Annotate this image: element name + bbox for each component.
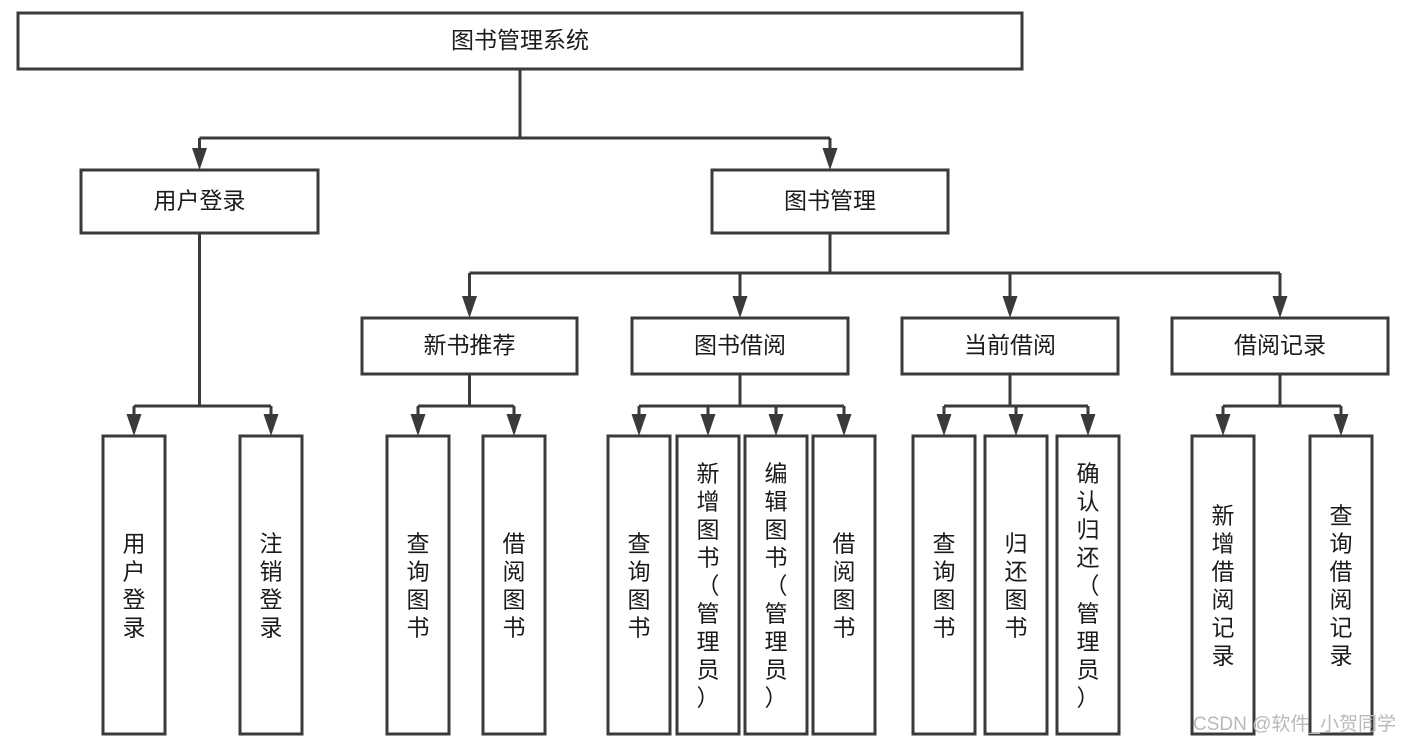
node-leaf-borrow-book-recommend[interactable]: 借阅图书: [481, 434, 547, 736]
node-box[interactable]: [983, 434, 1049, 736]
node-leaf-return-book[interactable]: 归还图书: [983, 434, 1049, 736]
node-box[interactable]: [1308, 434, 1374, 736]
node-box[interactable]: [911, 434, 977, 736]
node-root[interactable]: 图书管理系统: [16, 11, 1024, 71]
node-box[interactable]: [606, 434, 672, 736]
node-box[interactable]: [385, 434, 451, 736]
connector-arrow: [1008, 414, 1024, 436]
node-box[interactable]: [16, 11, 1024, 71]
node-box[interactable]: [101, 434, 167, 736]
node-label: 查询图书: [407, 530, 430, 640]
node-label: 归还图书: [1005, 530, 1028, 640]
node-label: 用户登录: [123, 530, 146, 640]
node-leaf-borrow-book[interactable]: 借阅图书: [811, 434, 877, 736]
connector-arrow: [768, 414, 784, 436]
connector-arrow: [732, 296, 748, 318]
node-leaf-query-borrow-record[interactable]: 查询借阅记录: [1308, 434, 1374, 736]
connector-arrow: [1002, 296, 1018, 318]
connector-arrow: [1333, 414, 1349, 436]
node-user-login[interactable]: 用户登录: [79, 168, 320, 235]
node-leaf-confirm-return-admin[interactable]: 确认归还（管理员）: [1055, 434, 1121, 736]
node-label: 确认归还（管理员）: [1077, 460, 1100, 710]
node-box[interactable]: [811, 434, 877, 736]
connector-layer: [126, 69, 1349, 436]
connector-arrow: [631, 414, 647, 436]
node-label: 借阅记录: [1234, 332, 1326, 358]
csdn-watermark: CSDN @软件_小贺同学: [1193, 713, 1396, 735]
node-leaf-add-borrow-record[interactable]: 新增借阅记录: [1190, 434, 1256, 736]
node-label: 图书管理系统: [451, 27, 589, 53]
node-leaf-query-book-borrow[interactable]: 查询图书: [606, 434, 672, 736]
node-layer: 图书管理系统用户登录图书管理新书推荐图书借阅当前借阅借阅记录用户登录注销登录查询…: [16, 11, 1390, 736]
node-label: 查询图书: [933, 530, 956, 640]
node-leaf-add-book-admin[interactable]: 新增图书（管理员）: [675, 434, 741, 736]
node-label: 借阅图书: [503, 530, 526, 640]
node-box[interactable]: [1190, 434, 1256, 736]
node-label: 新书推荐: [424, 332, 516, 358]
node-box[interactable]: [630, 316, 850, 376]
node-label: 查询借阅记录: [1330, 502, 1353, 668]
connector-arrow: [126, 414, 142, 436]
node-label: 查询图书: [628, 530, 651, 640]
node-leaf-edit-book-admin[interactable]: 编辑图书（管理员）: [743, 434, 809, 736]
connector-arrow: [1215, 414, 1231, 436]
node-label: 新增图书（管理员）: [697, 460, 720, 710]
node-borrow-record[interactable]: 借阅记录: [1170, 316, 1390, 376]
node-current-borrow[interactable]: 当前借阅: [900, 316, 1120, 376]
connector-arrow: [1080, 414, 1096, 436]
connector-arrow: [1272, 296, 1288, 318]
node-box[interactable]: [481, 434, 547, 736]
node-label: 用户登录: [154, 188, 246, 214]
node-box[interactable]: [900, 316, 1120, 376]
node-leaf-logout-login[interactable]: 注销登录: [238, 434, 304, 736]
node-leaf-query-book-recommend[interactable]: 查询图书: [385, 434, 451, 736]
node-leaf-query-book-current[interactable]: 查询图书: [911, 434, 977, 736]
node-leaf-user-login[interactable]: 用户登录: [101, 434, 167, 736]
connector-arrow: [462, 296, 477, 318]
connector-arrow: [836, 414, 852, 436]
connector-arrow: [700, 414, 716, 436]
connector-arrow: [410, 414, 426, 436]
node-box[interactable]: [360, 316, 579, 376]
node-label: 图书借阅: [694, 332, 786, 358]
node-book-management[interactable]: 图书管理: [710, 168, 950, 235]
node-box[interactable]: [675, 434, 741, 736]
connector-arrow: [263, 414, 279, 436]
connector-arrow: [936, 414, 952, 436]
node-new-book-recommend[interactable]: 新书推荐: [360, 316, 579, 376]
node-label: 新增借阅记录: [1212, 502, 1235, 668]
connector-arrow: [506, 414, 522, 436]
node-box[interactable]: [1170, 316, 1390, 376]
node-box[interactable]: [710, 168, 950, 235]
node-label: 借阅图书: [833, 530, 856, 640]
node-box[interactable]: [743, 434, 809, 736]
node-label: 注销登录: [260, 530, 283, 640]
node-label: 图书管理: [784, 188, 876, 214]
node-box[interactable]: [79, 168, 320, 235]
connector-arrow: [192, 148, 207, 170]
connector-arrow: [822, 148, 838, 170]
node-book-borrow[interactable]: 图书借阅: [630, 316, 850, 376]
node-label: 编辑图书（管理员）: [765, 460, 788, 710]
node-label: 当前借阅: [964, 332, 1056, 358]
node-box[interactable]: [238, 434, 304, 736]
node-box[interactable]: [1055, 434, 1121, 736]
